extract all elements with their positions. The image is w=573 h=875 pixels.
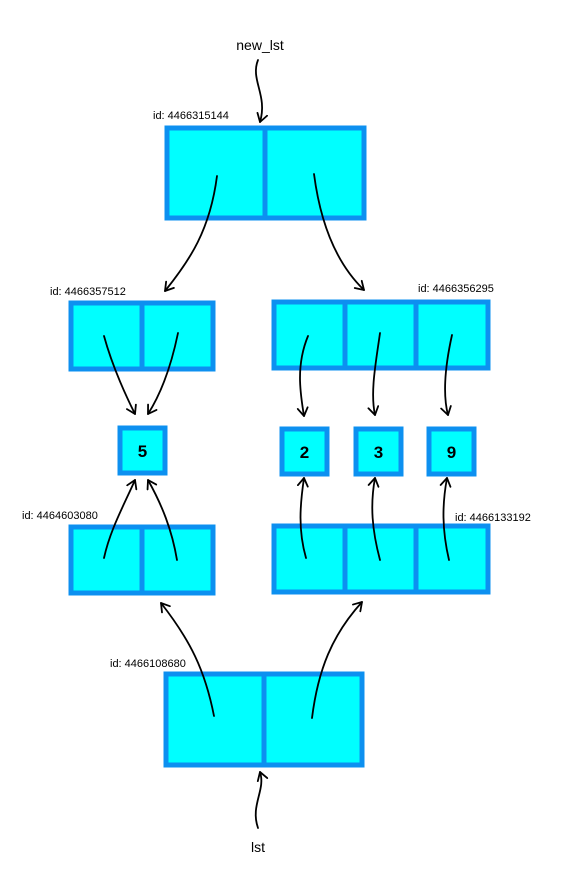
id-label-orig-outer: id: 4466108680 [110,658,186,670]
arrow-orig-left-1-to-5 [146,479,178,561]
list-cell [271,299,348,371]
value-label: 9 [447,443,456,462]
list-cell [271,523,348,595]
list-cell [164,125,268,221]
list-cell [261,671,365,768]
id-label-new-inner-left: id: 4466357512 [50,286,126,298]
arrow-new-lst-to-outer [255,59,268,123]
value-label: 3 [374,443,383,462]
list-new-inner-right [271,299,491,371]
arrow-new-outer-right [313,173,365,291]
id-label-new-outer: id: 4466315144 [153,110,229,122]
variable-new-lst: new_lst [236,37,284,53]
value-box-3: 3 [353,426,404,477]
value-box-5: 5 [117,425,168,476]
list-orig-outer [163,671,365,768]
arrow-new-left-0-to-5 [103,335,137,415]
list-cell [262,125,367,221]
arrow-orig-outer-right [311,601,363,719]
arrow-new-right-0-to-2 [296,335,309,417]
value-label: 2 [300,443,309,462]
list-cell [413,523,491,595]
id-label-new-inner-right: id: 4466356295 [418,283,494,295]
value-box-9: 9 [426,426,477,477]
arrow-new-outer-left [164,175,218,292]
list-cell [68,524,145,596]
arrow-lst-to-outer [254,771,269,829]
arrow-new-left-1-to-5 [147,332,179,415]
arrow-new-right-2-to-9 [440,334,453,416]
list-cell [163,671,267,768]
arrow-orig-right-0-to-2 [296,477,309,559]
value-label: 5 [138,442,147,461]
list-orig-inner-right [271,523,491,595]
arrow-orig-left-0-to-5 [103,479,138,559]
id-label-orig-inner-right: id: 4466133192 [455,512,531,524]
value-box-2: 2 [279,426,330,477]
list-new-inner-left [68,300,216,372]
id-label-orig-inner-left: id: 4464603080 [22,510,98,522]
list-new-outer [164,125,367,221]
list-orig-inner-left [68,524,216,596]
list-cell [139,524,216,596]
arrow-orig-right-2-to-9 [439,477,452,561]
variable-lst: lst [251,839,265,855]
list-cell [68,300,145,372]
list-cell [139,300,216,372]
arrow-new-right-1-to-3 [367,332,381,416]
arrow-orig-outer-left [160,602,215,717]
arrow-orig-right-1-to-3 [367,477,381,561]
